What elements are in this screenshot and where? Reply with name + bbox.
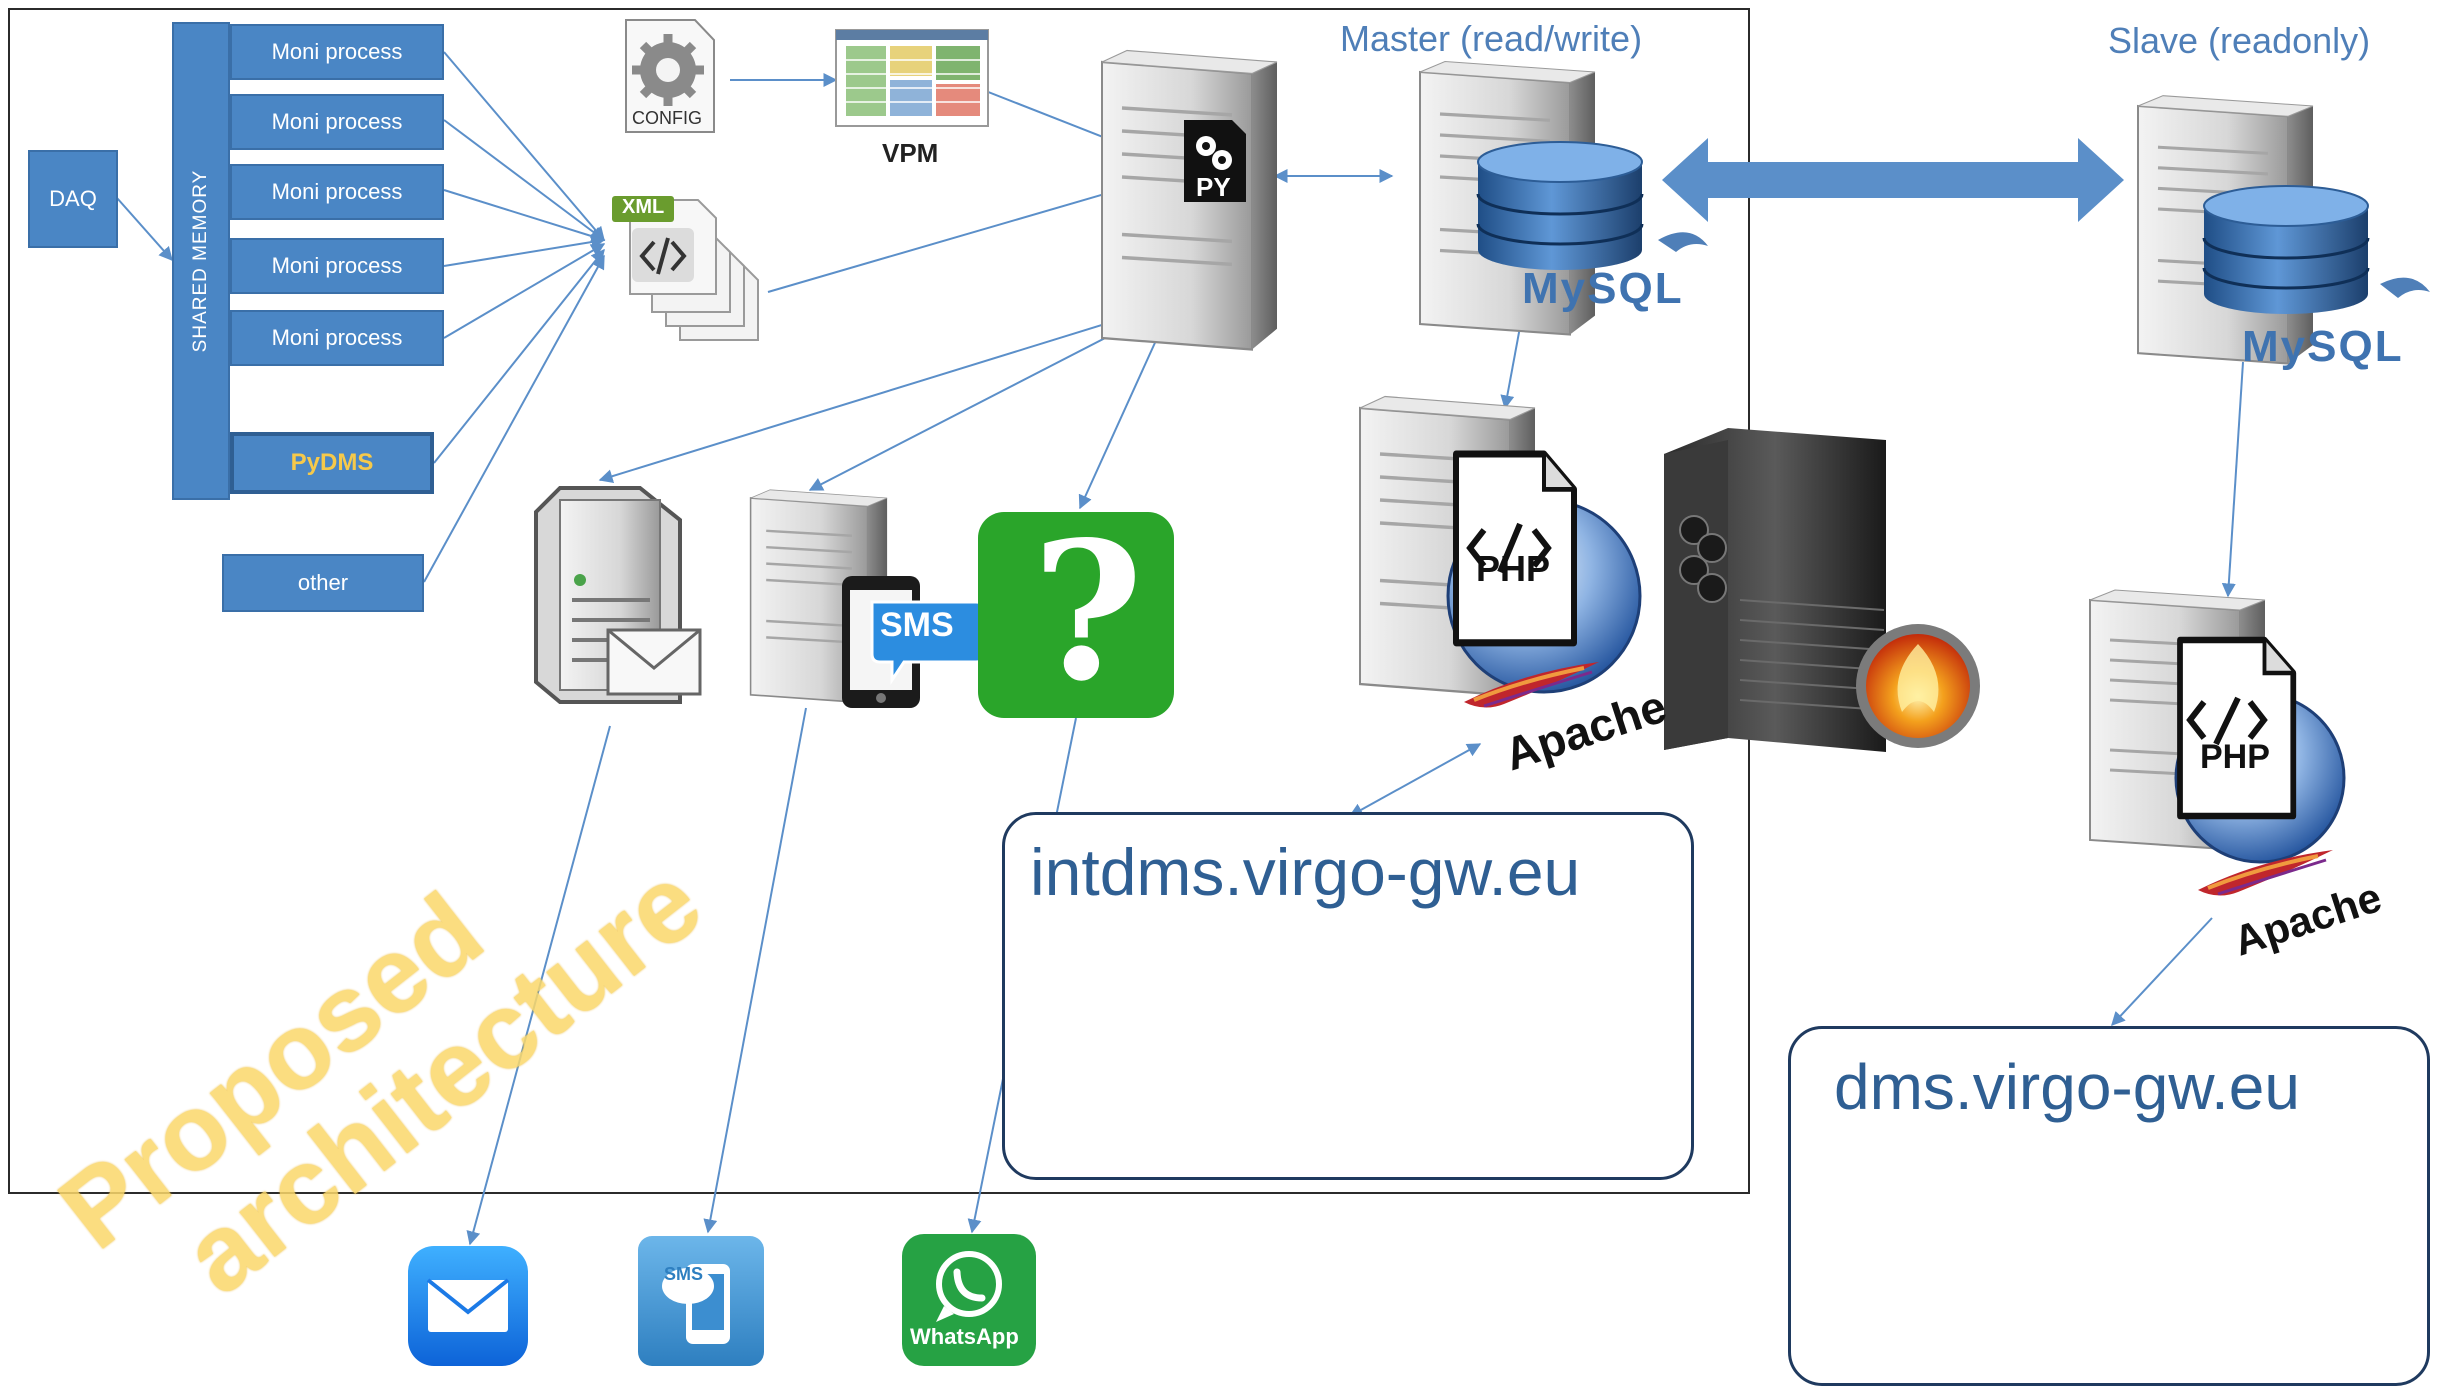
slave-php-server-icon	[2088, 588, 2346, 898]
other-label: other	[297, 570, 349, 595]
mail-app-icon	[408, 1246, 528, 1366]
mysql-slave-label: MySQL	[2242, 322, 2404, 371]
moni-process-box: Moni process	[230, 310, 444, 366]
moni-process-box: Moni process	[230, 164, 444, 220]
config-icon	[625, 19, 715, 133]
intdms-url: intdms.virgo-gw.eu	[1030, 835, 1581, 909]
daq-box: DAQ	[28, 150, 118, 248]
pydms-box: PyDMS	[230, 432, 434, 494]
shared-memory-label: SHARED MEMORY	[190, 169, 211, 353]
sms-server-icon	[749, 488, 986, 708]
php-server-icon	[1358, 394, 1642, 710]
py-label: PY	[1196, 172, 1231, 202]
firewall-tower-icon	[1664, 428, 1980, 752]
config-label: CONFIG	[632, 108, 702, 128]
dms-panel	[1788, 1026, 2430, 1386]
php-slave-label: PHP	[2200, 738, 2270, 776]
sms-badge-label: SMS	[880, 606, 954, 644]
shared-memory-bar: SHARED MEMORY	[172, 22, 230, 500]
moni-process-label: Moni process	[271, 39, 403, 64]
xml-files-icon	[612, 196, 759, 341]
slave-server-icon	[2136, 94, 2430, 366]
moni-process-label: Moni process	[271, 253, 403, 278]
slave-header: Slave (readonly)	[2108, 20, 2371, 61]
pydms-label: PyDMS	[290, 449, 374, 476]
master-header: Master (read/write)	[1340, 18, 1643, 59]
moni-process-box: Moni process	[230, 24, 444, 80]
vpm-spreadsheet-icon	[835, 29, 989, 127]
sms-app-icon	[638, 1236, 764, 1366]
moni-process-label: Moni process	[271, 325, 403, 350]
dms-url: dms.virgo-gw.eu	[1834, 1051, 2300, 1123]
whatsapp-label: WhatsApp	[910, 1324, 1019, 1349]
other-box: other	[222, 554, 424, 612]
moni-process-label: Moni process	[271, 109, 403, 134]
master-server-icon	[1418, 59, 1708, 337]
python-server-icon	[1100, 48, 1279, 352]
moni-process-box: Moni process	[230, 94, 444, 150]
unknown-channel-tile	[978, 512, 1174, 718]
mail-server-icon	[534, 486, 702, 704]
daq-label: DAQ	[49, 186, 97, 211]
whatsapp-app-icon	[902, 1234, 1036, 1366]
php-master-label: PHP	[1476, 548, 1551, 589]
moni-process-label: Moni process	[271, 179, 403, 204]
sms-app-label: SMS	[664, 1264, 704, 1284]
intdms-panel	[1002, 812, 1694, 1180]
question-mark: ?	[1032, 500, 1144, 723]
xml-label: XML	[622, 196, 665, 218]
moni-process-box: Moni process	[230, 238, 444, 294]
replication-arrow	[1662, 138, 2124, 222]
mysql-master-label: MySQL	[1522, 264, 1684, 313]
vpm-label: VPM	[882, 138, 939, 168]
